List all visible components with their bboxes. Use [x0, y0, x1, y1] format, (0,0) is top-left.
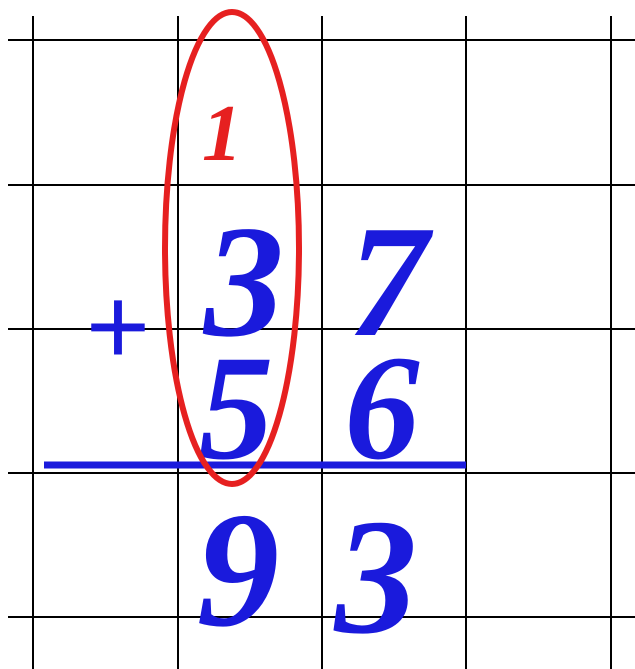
sum-tens-digit: 9: [197, 478, 280, 661]
addend1-tens-digit: 3: [202, 192, 284, 370]
addend1-ones-digit: 7: [348, 192, 434, 370]
carry-digit: 1: [202, 90, 242, 178]
plus-sign: +: [86, 265, 150, 388]
sum-ones-digit: 3: [333, 485, 418, 668]
grid: [8, 16, 635, 669]
tens-column-highlight-ellipse: [162, 9, 302, 487]
